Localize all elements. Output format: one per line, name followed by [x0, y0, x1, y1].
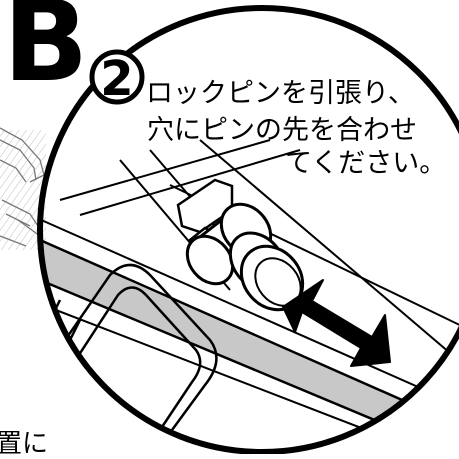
instruction-line-1: ロックピンを引張り、	[146, 78, 415, 109]
zoom-detail	[40, 139, 459, 452]
zoom-circle	[37, 5, 459, 454]
cropped-caption: 置に	[0, 429, 49, 459]
step-number-circle	[89, 49, 145, 105]
double-arrow-icon	[282, 279, 391, 367]
instruction-line-3: てください。	[285, 148, 447, 179]
step-letter: B	[3, 0, 88, 107]
step-number: 2	[100, 51, 133, 107]
instruction-line-2: 穴にピンの先を合わせ	[147, 115, 417, 146]
